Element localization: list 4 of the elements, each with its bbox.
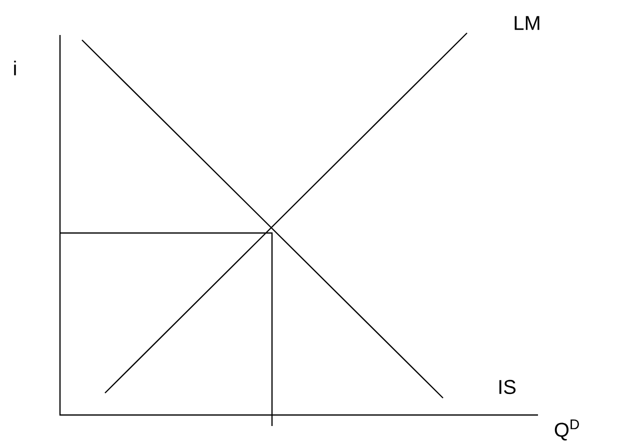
curve-label: IS: [499, 380, 516, 394]
curve-label: LM: [514, 16, 540, 30]
axis-label: Q$^{D}$: [554, 420, 579, 440]
axis-label: i: [14, 60, 16, 76]
